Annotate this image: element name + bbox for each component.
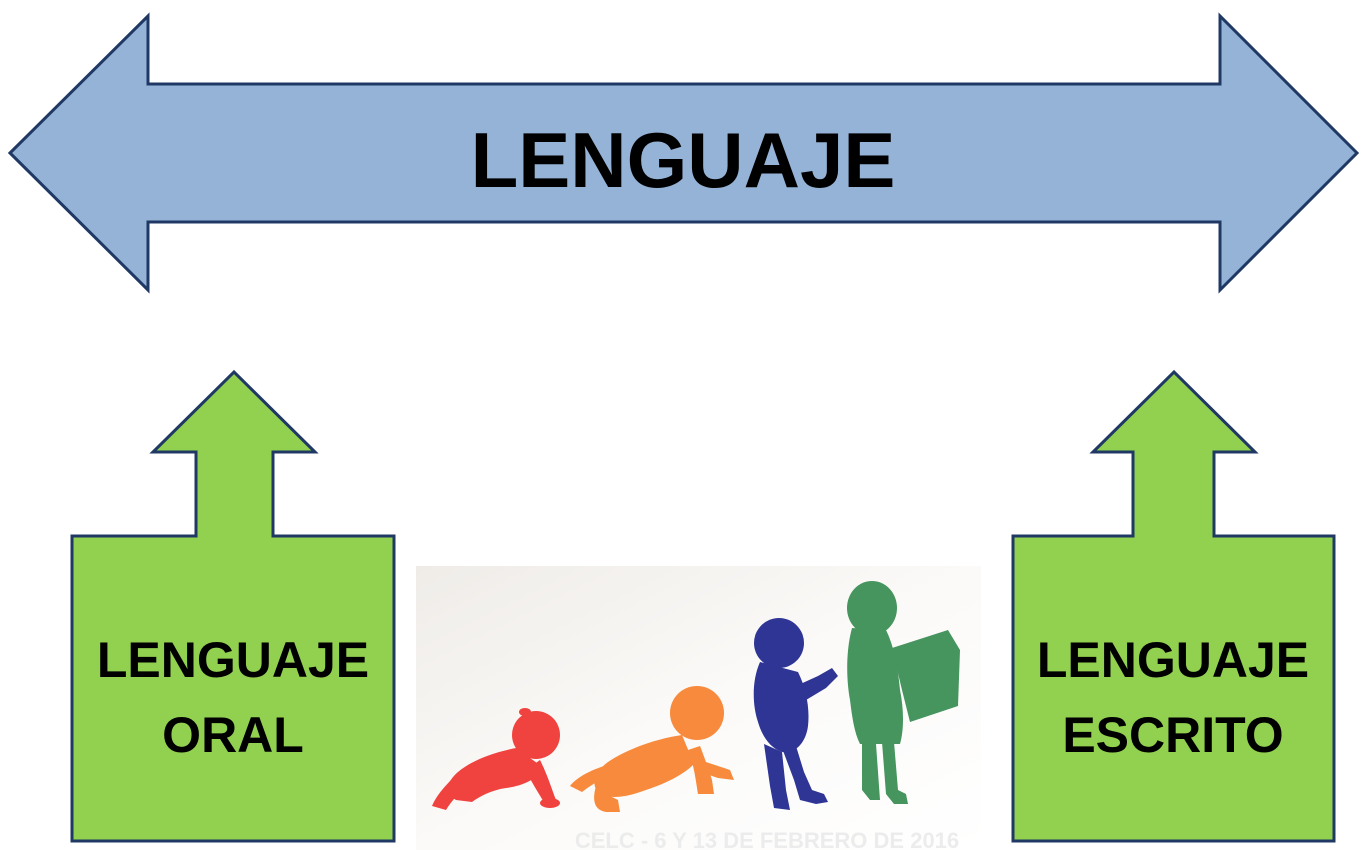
crawling-baby-red (432, 708, 560, 810)
lenguaje-escrito-callout: LENGUAJE ESCRITO (1011, 369, 1336, 843)
oral-callout-shape (70, 369, 396, 843)
lenguaje-oral-callout: LENGUAJE ORAL (70, 369, 396, 843)
reading-child-green (847, 581, 960, 804)
child-development-illustration: CELC - 6 Y 13 DE FEBRERO DE 2016 (416, 566, 981, 850)
illustration-caption: CELC - 6 Y 13 DE FEBRERO DE 2016 (575, 828, 959, 850)
lenguaje-title: LENGUAJE (471, 116, 896, 204)
crawling-baby-orange (570, 686, 734, 812)
oral-callout-line2: ORAL (162, 707, 304, 763)
oral-callout-line1: LENGUAJE (97, 632, 369, 688)
walking-toddler-blue (753, 618, 838, 810)
lenguaje-double-arrow: LENGUAJE (7, 12, 1360, 294)
double-arrow-shape (7, 12, 1360, 294)
escrito-callout-shape (1011, 369, 1336, 843)
escrito-callout-line1: LENGUAJE (1037, 632, 1309, 688)
escrito-callout-line2: ESCRITO (1062, 707, 1283, 763)
